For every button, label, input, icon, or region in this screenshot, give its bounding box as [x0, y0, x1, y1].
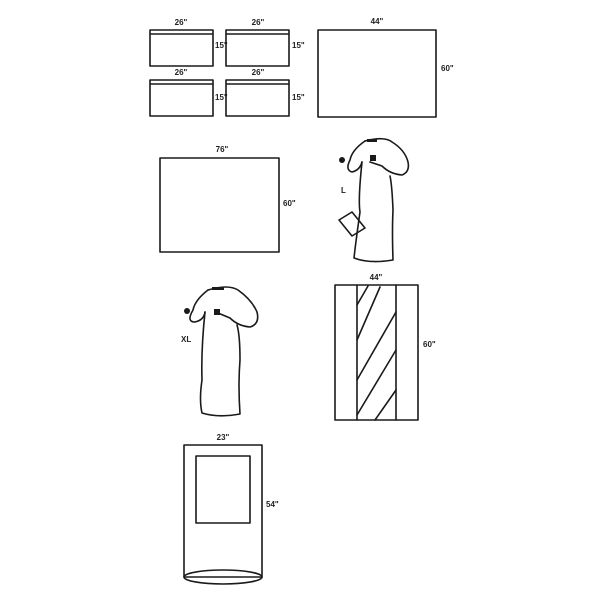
- gown-xlarge-size: XL: [181, 335, 191, 344]
- drape-width: 44": [370, 273, 383, 282]
- pouch-drape-width: 23": [217, 433, 230, 442]
- gown-large-size: L: [341, 186, 346, 195]
- towel-2-width: 26": [252, 18, 265, 27]
- sheet-large-width: 76": [216, 145, 229, 154]
- sheet-small-height: 60": [441, 64, 454, 73]
- towel-4-width: 26": [252, 68, 265, 77]
- towel-1: 26" 15": [149, 18, 228, 67]
- drape-23x54: 23" 54": [183, 433, 279, 585]
- towel-3-height: 15": [215, 93, 228, 102]
- towel-3: 26" 15": [149, 68, 228, 117]
- sheet-large-height: 60": [283, 199, 296, 208]
- drape-height: 60": [423, 340, 436, 349]
- gown-xlarge: XL: [181, 286, 259, 417]
- towel-2: 26" 15": [225, 18, 305, 67]
- towel-3-width: 26": [175, 68, 188, 77]
- drape-44x60: 44" 60": [334, 273, 436, 421]
- towel-4-height: 15": [292, 93, 305, 102]
- gown-large: L: [338, 137, 410, 263]
- towel-4: 26" 15": [225, 68, 305, 117]
- towel-1-width: 26": [175, 18, 188, 27]
- sheet-76x60: 76" 60": [159, 145, 296, 253]
- pouch-drape-height: 54": [266, 500, 279, 509]
- sheet-44x60: 44" 60": [317, 17, 454, 118]
- towel-2-height: 15": [292, 41, 305, 50]
- towel-1-height: 15": [215, 41, 228, 50]
- sheet-small-width: 44": [371, 17, 384, 26]
